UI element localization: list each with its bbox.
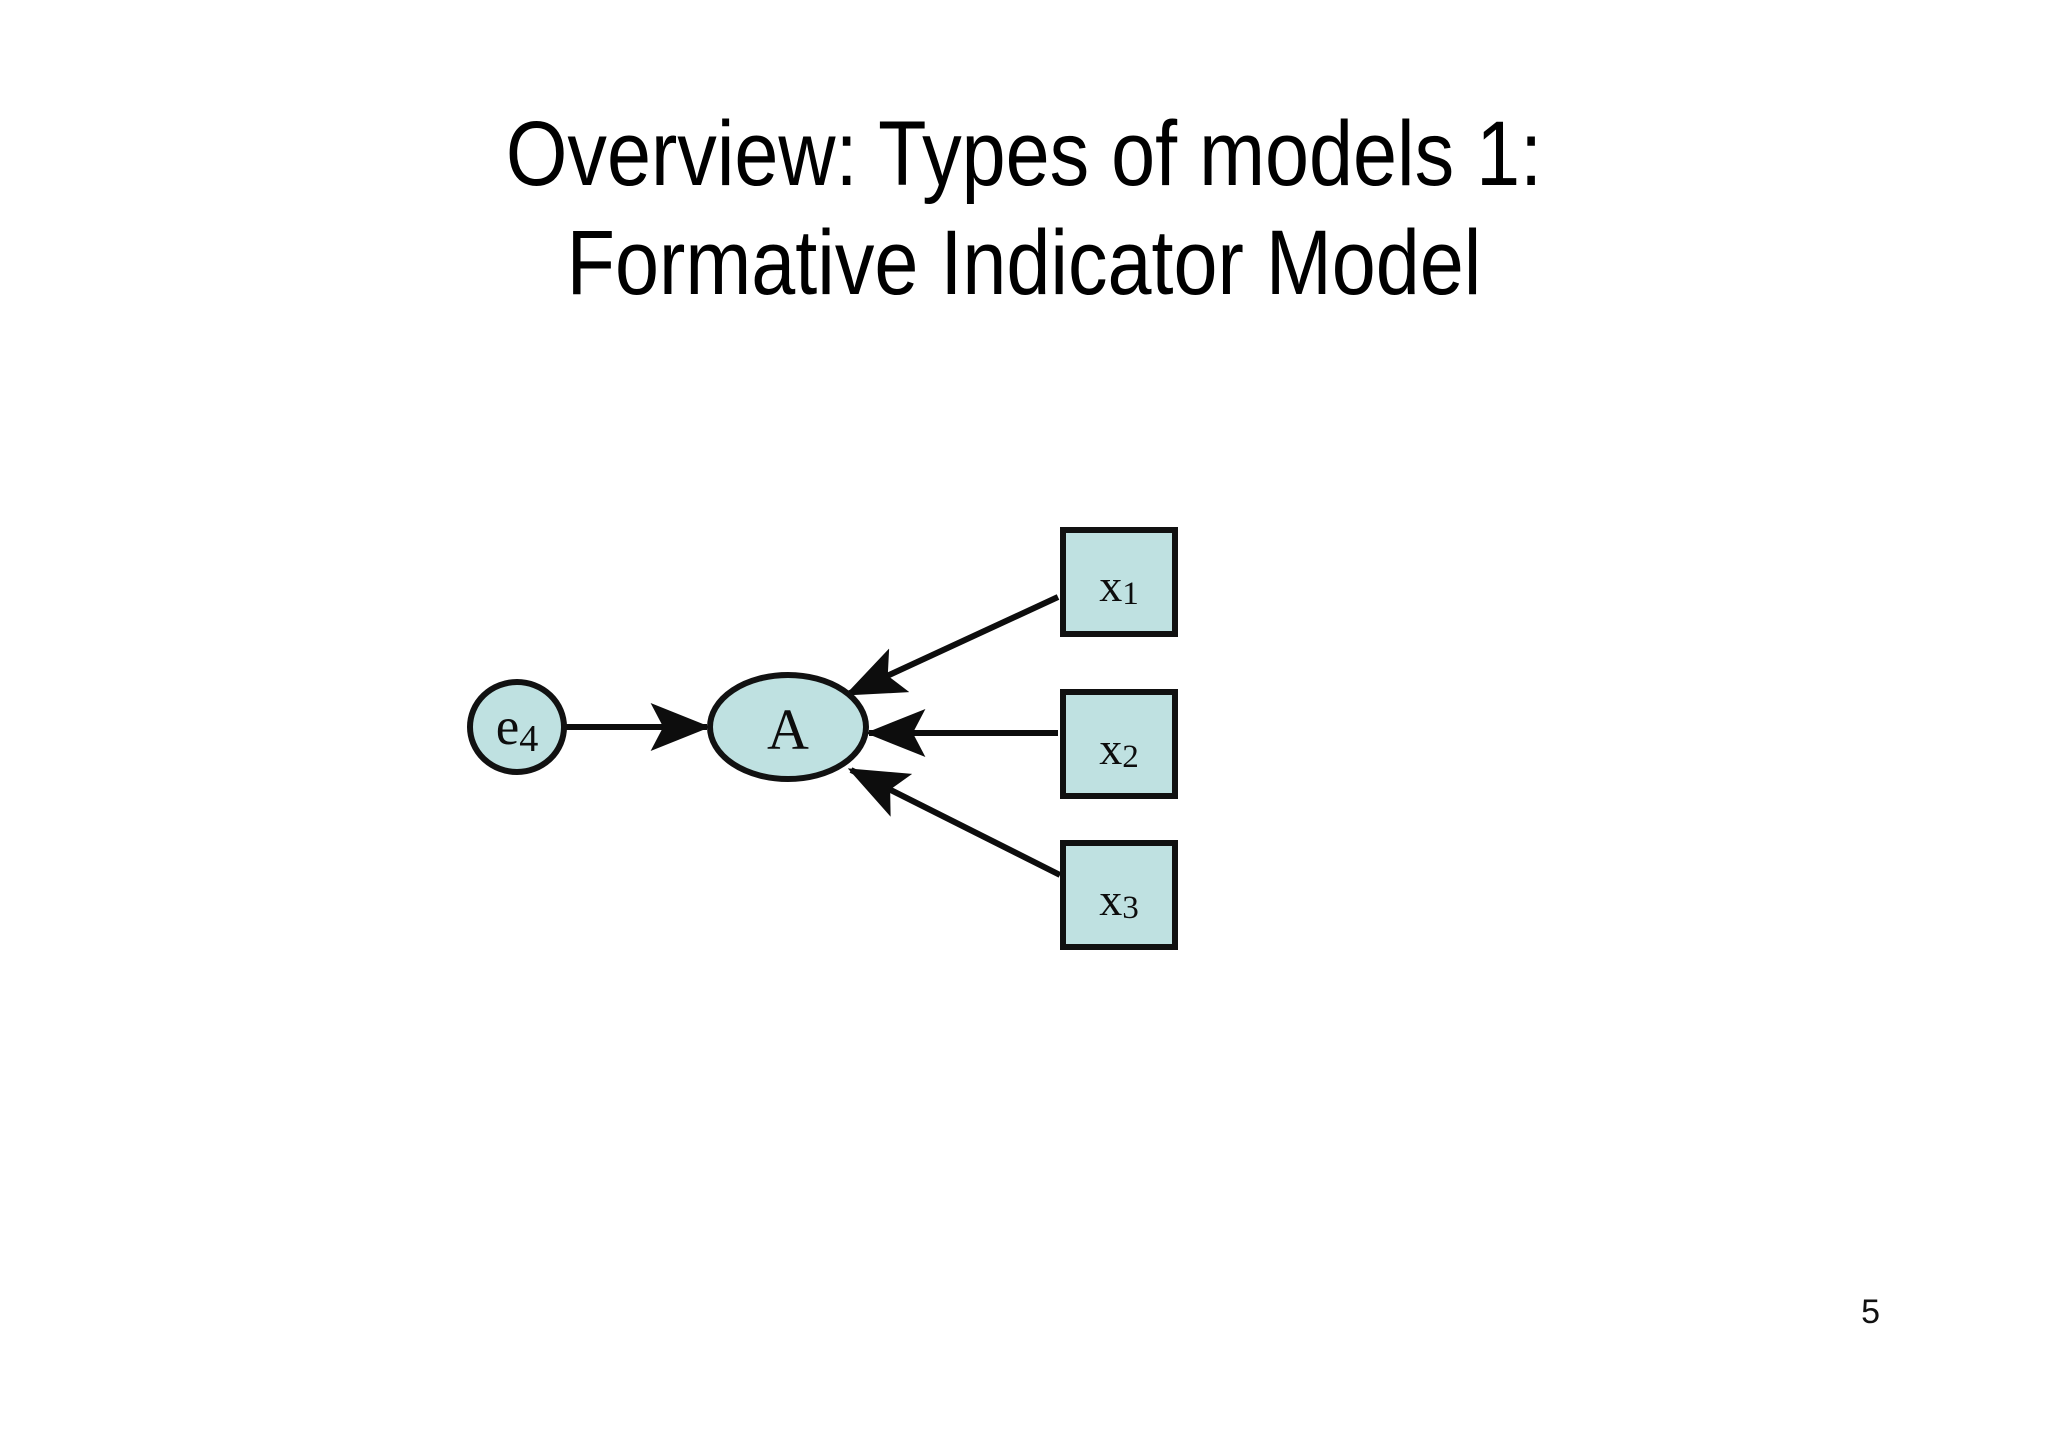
page-title-line-1: Overview: Types of models 1:: [505, 103, 1543, 205]
x3-box-shape[interactable]: [1060, 840, 1178, 950]
page-title: Overview: Types of models 1: Formative I…: [143, 100, 1904, 317]
page-title-line-2: Formative Indicator Model: [566, 211, 1482, 314]
edge-x3-to-A: [847, 767, 1062, 878]
node-x1[interactable]: x1: [1060, 527, 1178, 637]
diagram-edges: [566, 594, 1062, 878]
A-ellipse-shape[interactable]: [707, 672, 869, 782]
x2-box-shape[interactable]: [1060, 689, 1178, 799]
e4-ellipse-shape[interactable]: [467, 679, 567, 775]
edge-x1-to-A: [844, 594, 1060, 697]
x1-box-shape[interactable]: [1060, 527, 1178, 637]
node-A[interactable]: A: [707, 672, 869, 782]
node-e4[interactable]: e4: [467, 679, 567, 775]
node-x2[interactable]: x2: [1060, 689, 1178, 799]
node-x3[interactable]: x3: [1060, 840, 1178, 950]
page-number: 5: [1861, 1293, 1880, 1331]
